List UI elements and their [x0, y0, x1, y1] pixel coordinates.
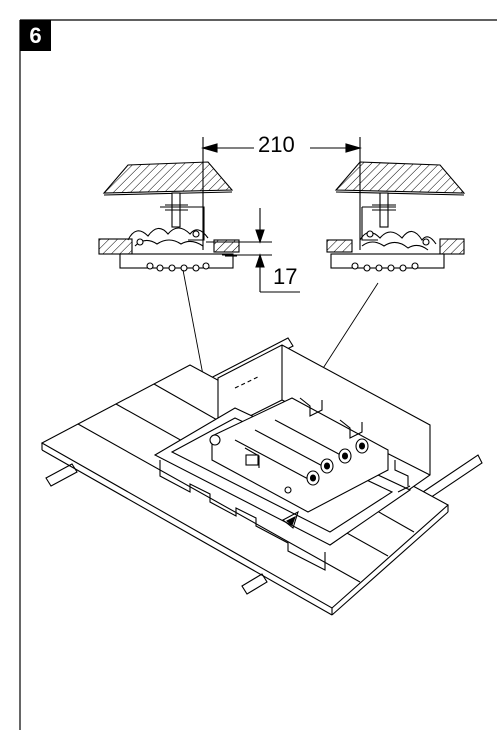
right-ceiling-detail	[326, 161, 466, 272]
dimension-210-lines	[200, 137, 363, 250]
dimension-label-spacing: 210	[254, 134, 299, 156]
panel-border	[19, 19, 497, 730]
mounting-box-assembly	[40, 337, 483, 616]
left-ceiling-detail	[98, 161, 240, 272]
step-number-badge: 6	[20, 20, 51, 51]
dimension-label-offset: 17	[273, 264, 298, 289]
dimension-17-lines	[206, 208, 300, 293]
